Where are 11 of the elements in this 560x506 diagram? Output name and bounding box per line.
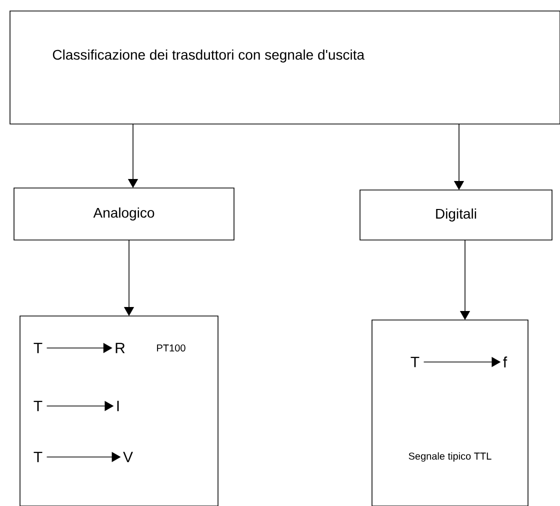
title-box: Classificazione dei trasduttori con segnale d'uscita (10, 10, 560, 124)
symbol-label: T (410, 356, 420, 368)
symbol-label: f (503, 356, 508, 368)
symbol-label: T (34, 400, 42, 412)
symbol-label: T (34, 452, 42, 462)
category-box: Digitali (360, 190, 552, 240)
symbol-label: V (123, 452, 133, 462)
symbol-label: T (34, 342, 42, 354)
category-box: Analogico (14, 188, 234, 240)
symbol-label: R (116, 342, 125, 354)
symbol-label: I (117, 400, 119, 412)
